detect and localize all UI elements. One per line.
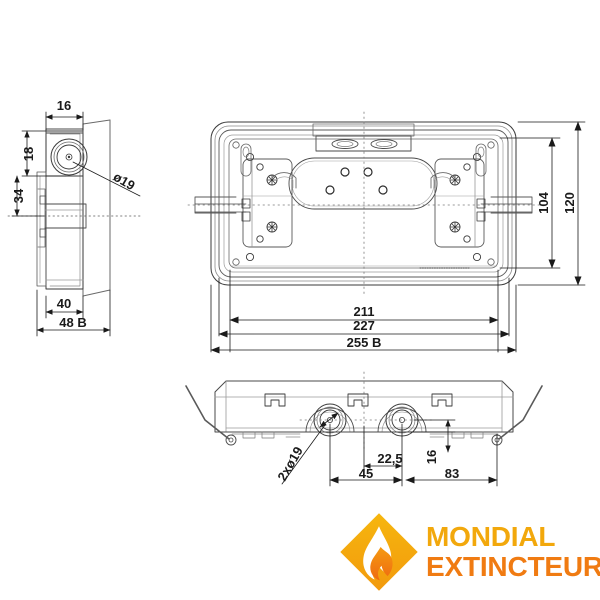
- logo-text-block: MONDIAL EXTINCTEUR: [426, 523, 600, 581]
- dim-top-length-255B: 255 B: [347, 335, 382, 350]
- dim-top-length-227: 227: [353, 318, 375, 333]
- dim-bottom-holes: 2xø19: [274, 444, 305, 483]
- dim-top-height-104: 104: [536, 191, 551, 213]
- top-view-dimensions: [210, 121, 586, 354]
- dim-bottom-offset-22-5: 22,5: [377, 451, 402, 466]
- brand-logo: MONDIAL EXTINCTEUR: [336, 508, 600, 596]
- dim-side-depth-48B: 48 B: [59, 315, 86, 330]
- dim-top-length-211: 211: [354, 304, 375, 319]
- top-view-geometry: [187, 111, 543, 297]
- logo-line-extincteur: EXTINCTEUR: [426, 551, 600, 582]
- logo-line-mondial: MONDIAL: [426, 521, 556, 552]
- dim-bottom-span-83: 83: [445, 466, 459, 481]
- bottom-view-dimensions: [281, 412, 498, 487]
- dimension-labels: 16 18 34 ø19 40 48 B 211 227 255 B 104 1…: [11, 98, 577, 483]
- dim-side-depth-40: 40: [57, 296, 71, 311]
- dim-side-width-16: 16: [57, 98, 71, 113]
- side-view-geometry: [7, 119, 141, 297]
- dim-bottom-span-45: 45: [359, 466, 373, 481]
- dim-side-hole-dia: ø19: [111, 169, 138, 193]
- flame-diamond-icon: [336, 509, 422, 595]
- dim-top-height-120: 120: [562, 192, 577, 214]
- dim-bottom-vertical-16: 16: [424, 450, 439, 464]
- dim-side-offset-18: 18: [21, 147, 36, 161]
- side-view-dimensions: [11, 111, 141, 337]
- dim-side-lower-34: 34: [11, 188, 26, 203]
